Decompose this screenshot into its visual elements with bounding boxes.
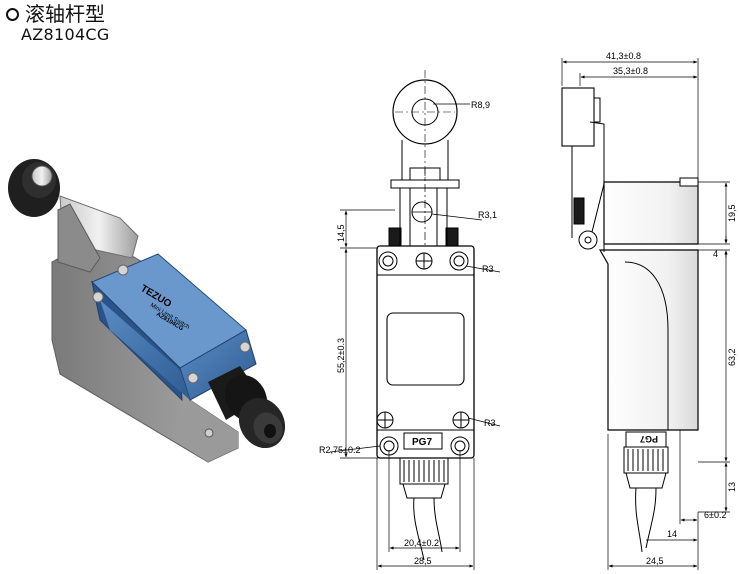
dim-side-body-width: 24,5	[646, 556, 664, 566]
side-view-drawing	[561, 87, 699, 553]
side-view-dimensions	[561, 58, 730, 570]
dim-cable-offset: 14	[667, 529, 677, 539]
dim-bottom-screw-radius: R3	[484, 418, 496, 428]
dim-side-body-height: 63,2	[727, 348, 737, 366]
product-title: 滚轴杆型	[25, 2, 105, 26]
dim-bottom-left-radius: R2,75±0.2	[319, 445, 360, 455]
dim-step-height: 4	[713, 249, 718, 259]
front-view-labels: R8,9 R3,1 R3 R3 R2,75±0.2 14,5 55,2±0.3 …	[319, 100, 497, 566]
dim-total-width: 41,3±0.8	[606, 51, 641, 61]
dim-gland-height: 13	[727, 482, 737, 492]
side-gland-label: PG7	[640, 434, 658, 444]
front-view-drawing	[376, 70, 475, 561]
front-gland-label: PG7	[412, 437, 432, 448]
front-view-dimensions	[329, 103, 501, 570]
dim-body-height: 55,2±0.3	[336, 338, 346, 373]
dim-top-screw-radius: R3	[482, 264, 494, 274]
title-block: 滚轴杆型 AZ8104CG	[4, 2, 110, 44]
product-photo: TEZUO Mini Limit Switch AZ8104CG	[8, 159, 286, 463]
side-view-labels: 41,3±0.8 35,3±0.8 19,5 4 63,2 13 6±0.2 1…	[606, 51, 737, 566]
bullet-circle-icon	[6, 7, 19, 21]
dim-shaft-radius: R3,1	[478, 210, 497, 220]
dim-top-height: 19,5	[727, 204, 737, 222]
dim-hole-spacing: 20,4±0.2	[404, 538, 439, 548]
dim-body-width: 28,5	[414, 556, 432, 566]
dim-upper-height: 14,5	[336, 224, 346, 242]
dim-roller-radius: R8,9	[471, 100, 490, 110]
product-model: AZ8104CG	[21, 25, 110, 44]
dim-offset: 6±0.2	[704, 510, 726, 520]
dim-inner-width: 35,3±0.8	[613, 66, 648, 76]
